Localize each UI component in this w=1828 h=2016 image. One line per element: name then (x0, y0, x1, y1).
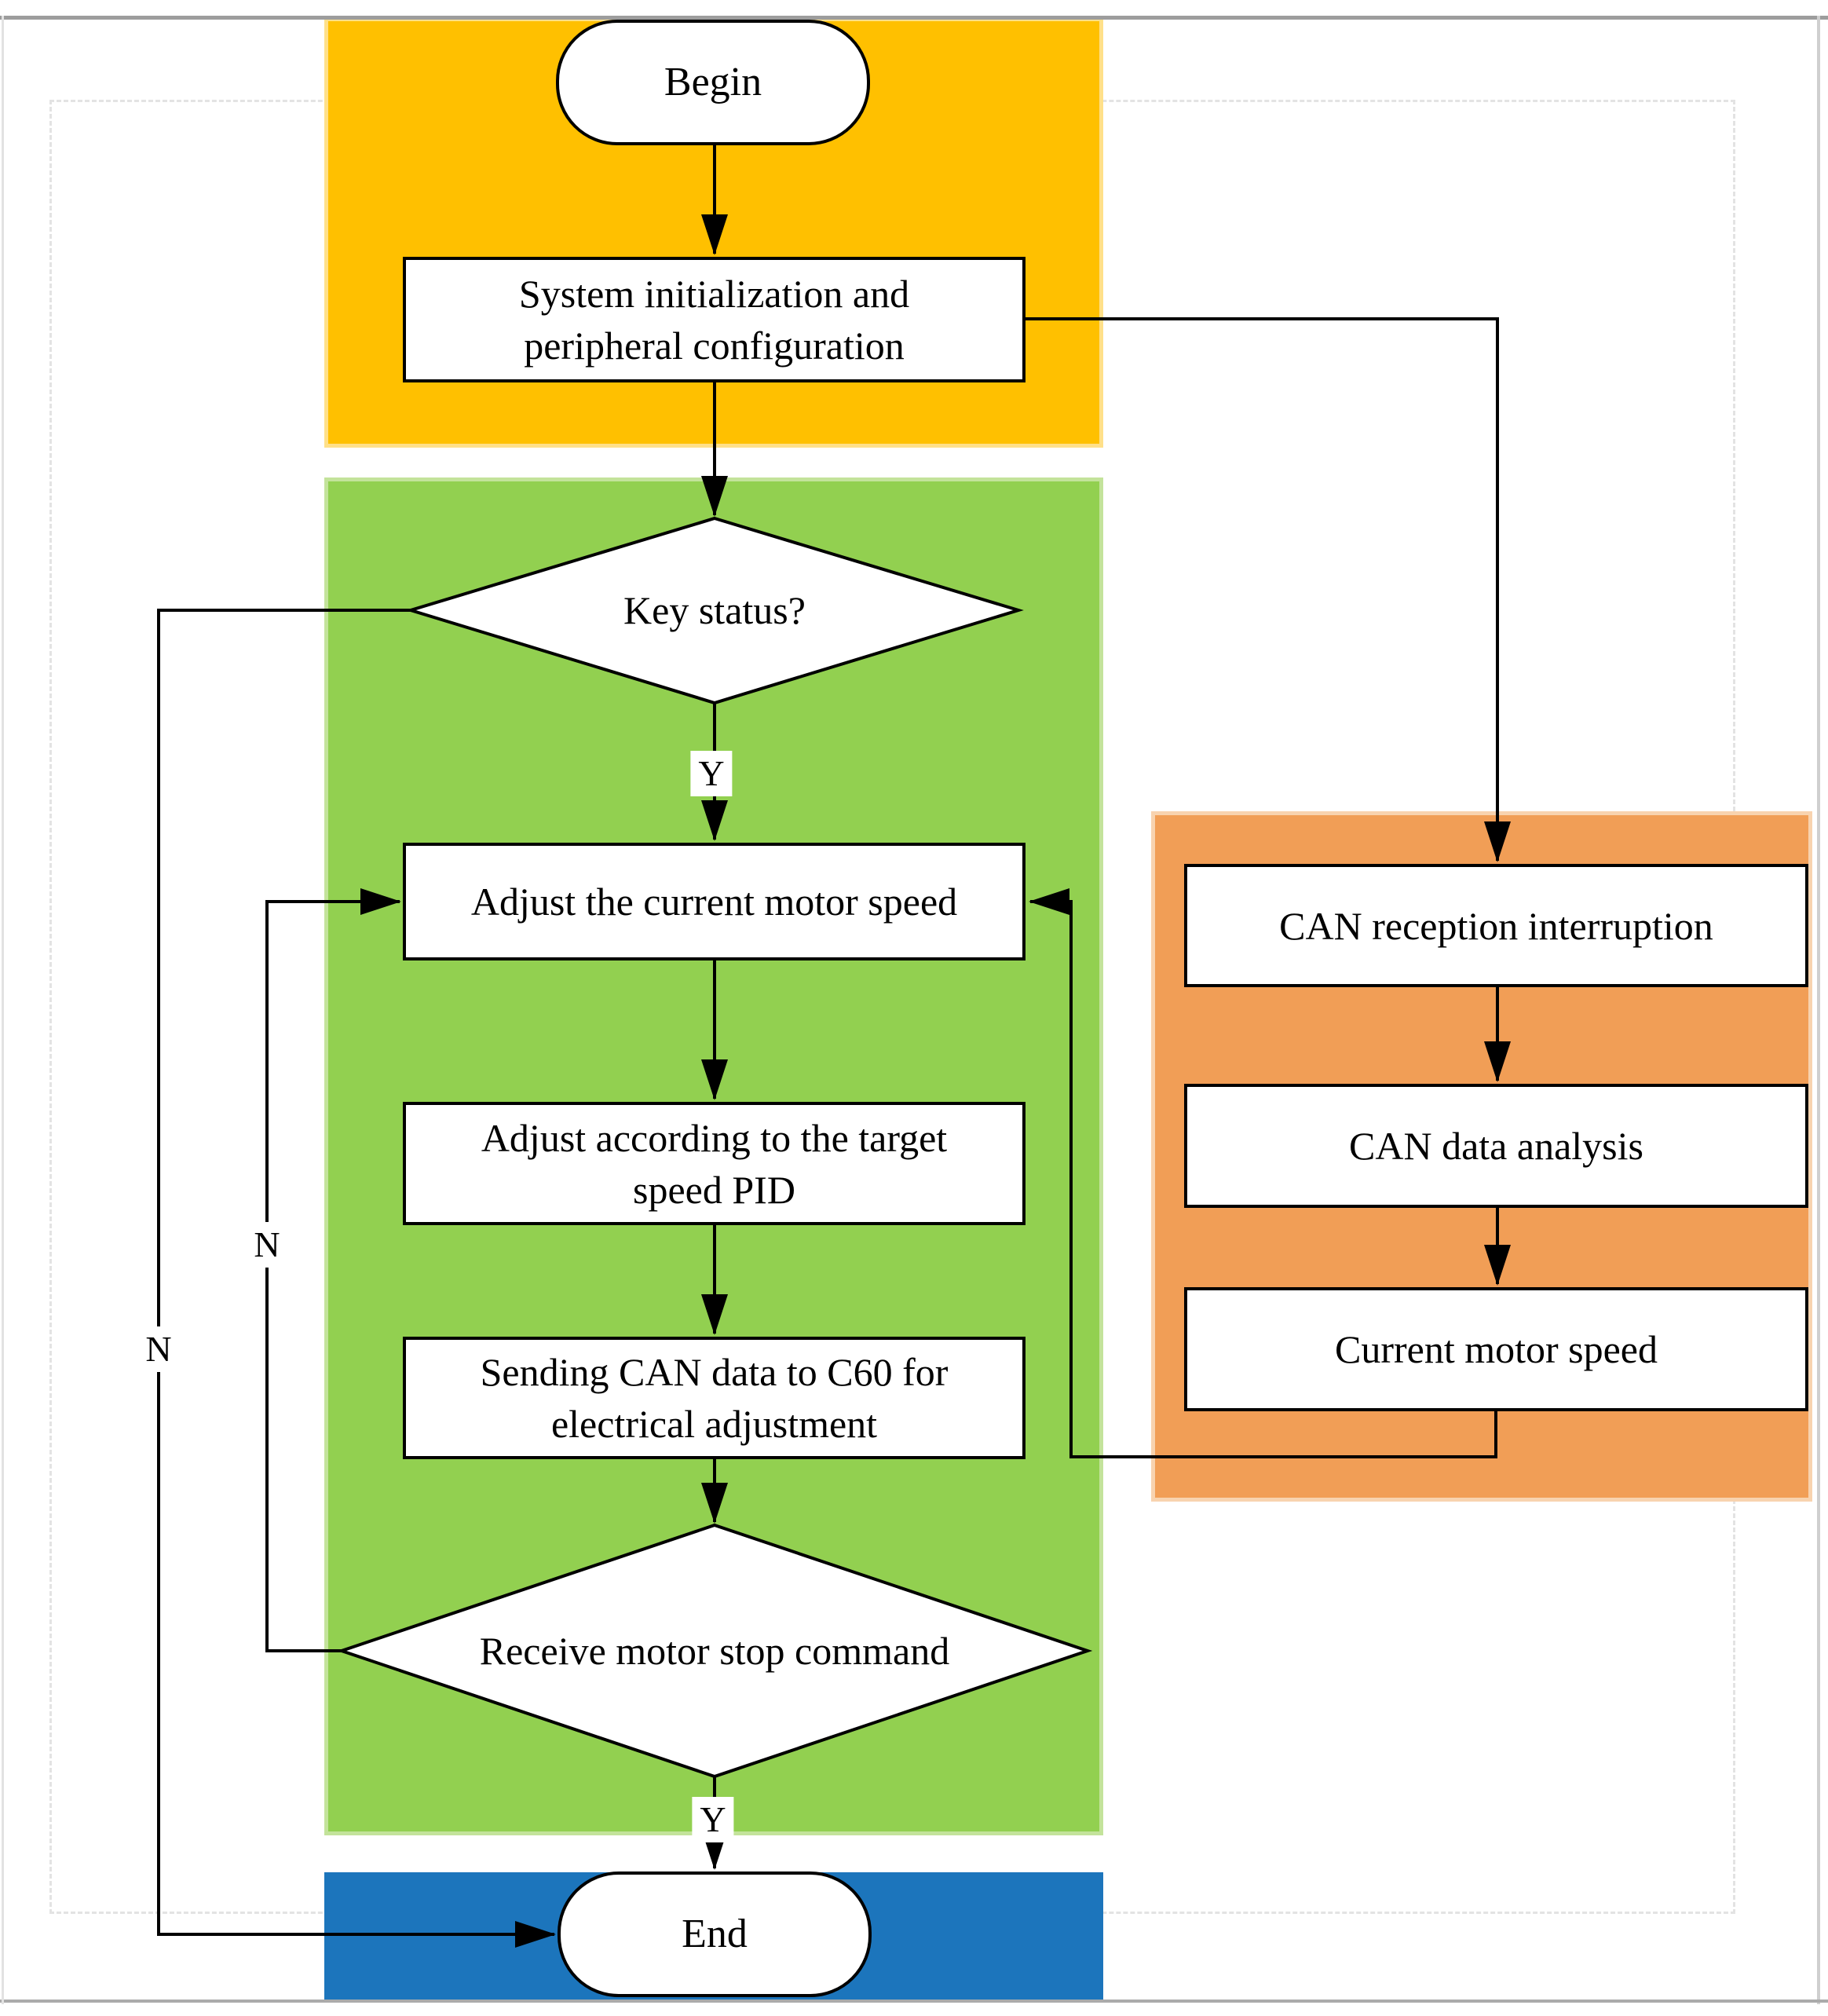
can-reception-label: CAN reception interruption (1279, 903, 1713, 948)
edge-currentspeed-to-adjust (1029, 888, 1497, 1458)
no-label-text: N (254, 1224, 280, 1264)
edge-system-to-canreception (1026, 317, 1511, 862)
begin-node: Begin (556, 20, 870, 145)
adjust-speed-node: Adjust the current motor speed (403, 843, 1026, 960)
receive-stop-node: Receive motor stop command (400, 1623, 1029, 1678)
edge-receive-no-to-adjust (265, 888, 401, 1652)
send-can-node: Sending CAN data to C60 for electrical a… (403, 1337, 1026, 1459)
key-status-yes-label: Y (690, 751, 733, 796)
begin-label: Begin (664, 60, 762, 104)
system-init-label: System initialization and peripheral con… (518, 272, 910, 368)
can-reception-node: CAN reception interruption (1184, 864, 1808, 987)
key-status-no-label: N (137, 1326, 180, 1372)
receive-stop-no-label: N (246, 1222, 288, 1268)
current-speed-node: Current motor speed (1184, 1287, 1808, 1411)
figure-left-border (2, 16, 4, 2004)
adjust-speed-label: Adjust the current motor speed (470, 880, 958, 924)
system-init-node: System initialization and peripheral con… (403, 257, 1026, 382)
can-analysis-node: CAN data analysis (1184, 1084, 1808, 1208)
can-analysis-label: CAN data analysis (1349, 1124, 1643, 1168)
current-speed-label: Current motor speed (1334, 1327, 1658, 1371)
send-can-label: Sending CAN data to C60 for electrical a… (480, 1350, 949, 1446)
figure-bottom-border (0, 2000, 1828, 2003)
no-label-text: N (145, 1329, 172, 1369)
receive-stop-label: Receive motor stop command (479, 1629, 950, 1673)
key-status-diamond (405, 516, 1024, 705)
adjust-pid-node: Adjust according to the target speed PID (403, 1102, 1026, 1225)
yes-label-text: Y (700, 1799, 726, 1839)
figure-top-border (0, 16, 1828, 20)
yes-label-text: Y (698, 753, 725, 793)
key-status-node: Key status? (479, 583, 950, 638)
adjust-pid-label: Adjust according to the target speed PID (481, 1115, 948, 1212)
edge-keystatus-no-to-end (157, 609, 556, 1948)
key-status-label: Key status? (623, 588, 806, 632)
end-label: End (682, 1912, 748, 1956)
receive-stop-diamond (336, 1523, 1093, 1779)
end-node: End (558, 1871, 872, 1997)
figure-right-border (1817, 16, 1820, 2004)
receive-stop-yes-label: Y (692, 1797, 734, 1842)
